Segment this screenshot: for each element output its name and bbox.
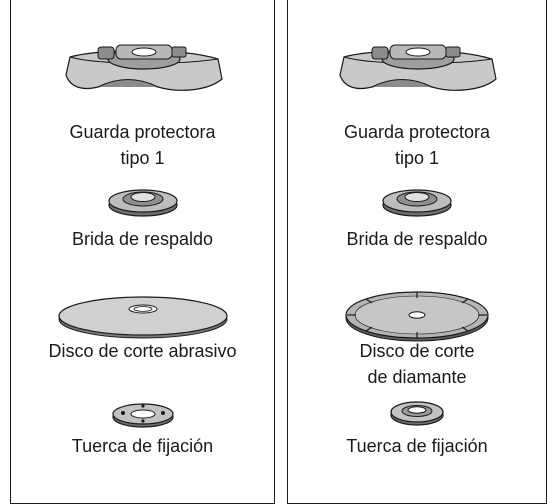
- backing-flange-icon: [107, 189, 178, 217]
- disc-label-line-2: de diamante: [367, 367, 467, 387]
- protective-guard-icon: [64, 44, 223, 91]
- panel-diamond-disc-kit: Guarda protectora tipo 1 Brida de respal…: [287, 0, 547, 504]
- disc-item: [288, 285, 546, 345]
- disc-label: Disco de corte de diamante: [288, 338, 546, 390]
- backing-flange-icon: [382, 189, 452, 217]
- disc-label-line-1: Disco de corte abrasivo: [48, 341, 237, 361]
- panel-abrasive-disc-kit: Guarda protectora tipo 1 Brida de respal…: [10, 0, 275, 504]
- nut-label: Tuerca de fijación: [346, 436, 488, 456]
- disc-label-line-1: Disco de corte: [359, 341, 475, 361]
- nut-item: [11, 399, 274, 429]
- guard-label-line-2: tipo 1: [394, 148, 440, 168]
- abrasive-cutting-disc-icon: [57, 296, 228, 339]
- disc-item: [11, 293, 274, 341]
- flange-label: Brida de respaldo: [71, 229, 214, 249]
- locking-nut-icon: [111, 403, 174, 428]
- guard-label: Guarda protectora tipo 1: [288, 119, 546, 171]
- nut-item: [288, 397, 546, 427]
- flange-label: Brida de respaldo: [346, 229, 488, 249]
- protective-guard-icon: [339, 44, 497, 91]
- guard-label-line-1: Guarda protectora: [69, 122, 216, 142]
- flange-item: [11, 183, 274, 219]
- flange-item: [288, 183, 546, 219]
- locking-nut-icon: [390, 401, 444, 426]
- guard-item: [11, 35, 274, 113]
- guard-label-line-2: tipo 1: [120, 148, 165, 168]
- guard-label-line-1: Guarda protectora: [343, 122, 491, 142]
- guard-item: [288, 35, 546, 113]
- disc-label: Disco de corte abrasivo: [11, 338, 274, 364]
- guard-label: Guarda protectora tipo 1: [11, 119, 274, 171]
- diamond-cutting-disc-icon: [345, 291, 489, 342]
- nut-label: Tuerca de fijación: [71, 436, 214, 456]
